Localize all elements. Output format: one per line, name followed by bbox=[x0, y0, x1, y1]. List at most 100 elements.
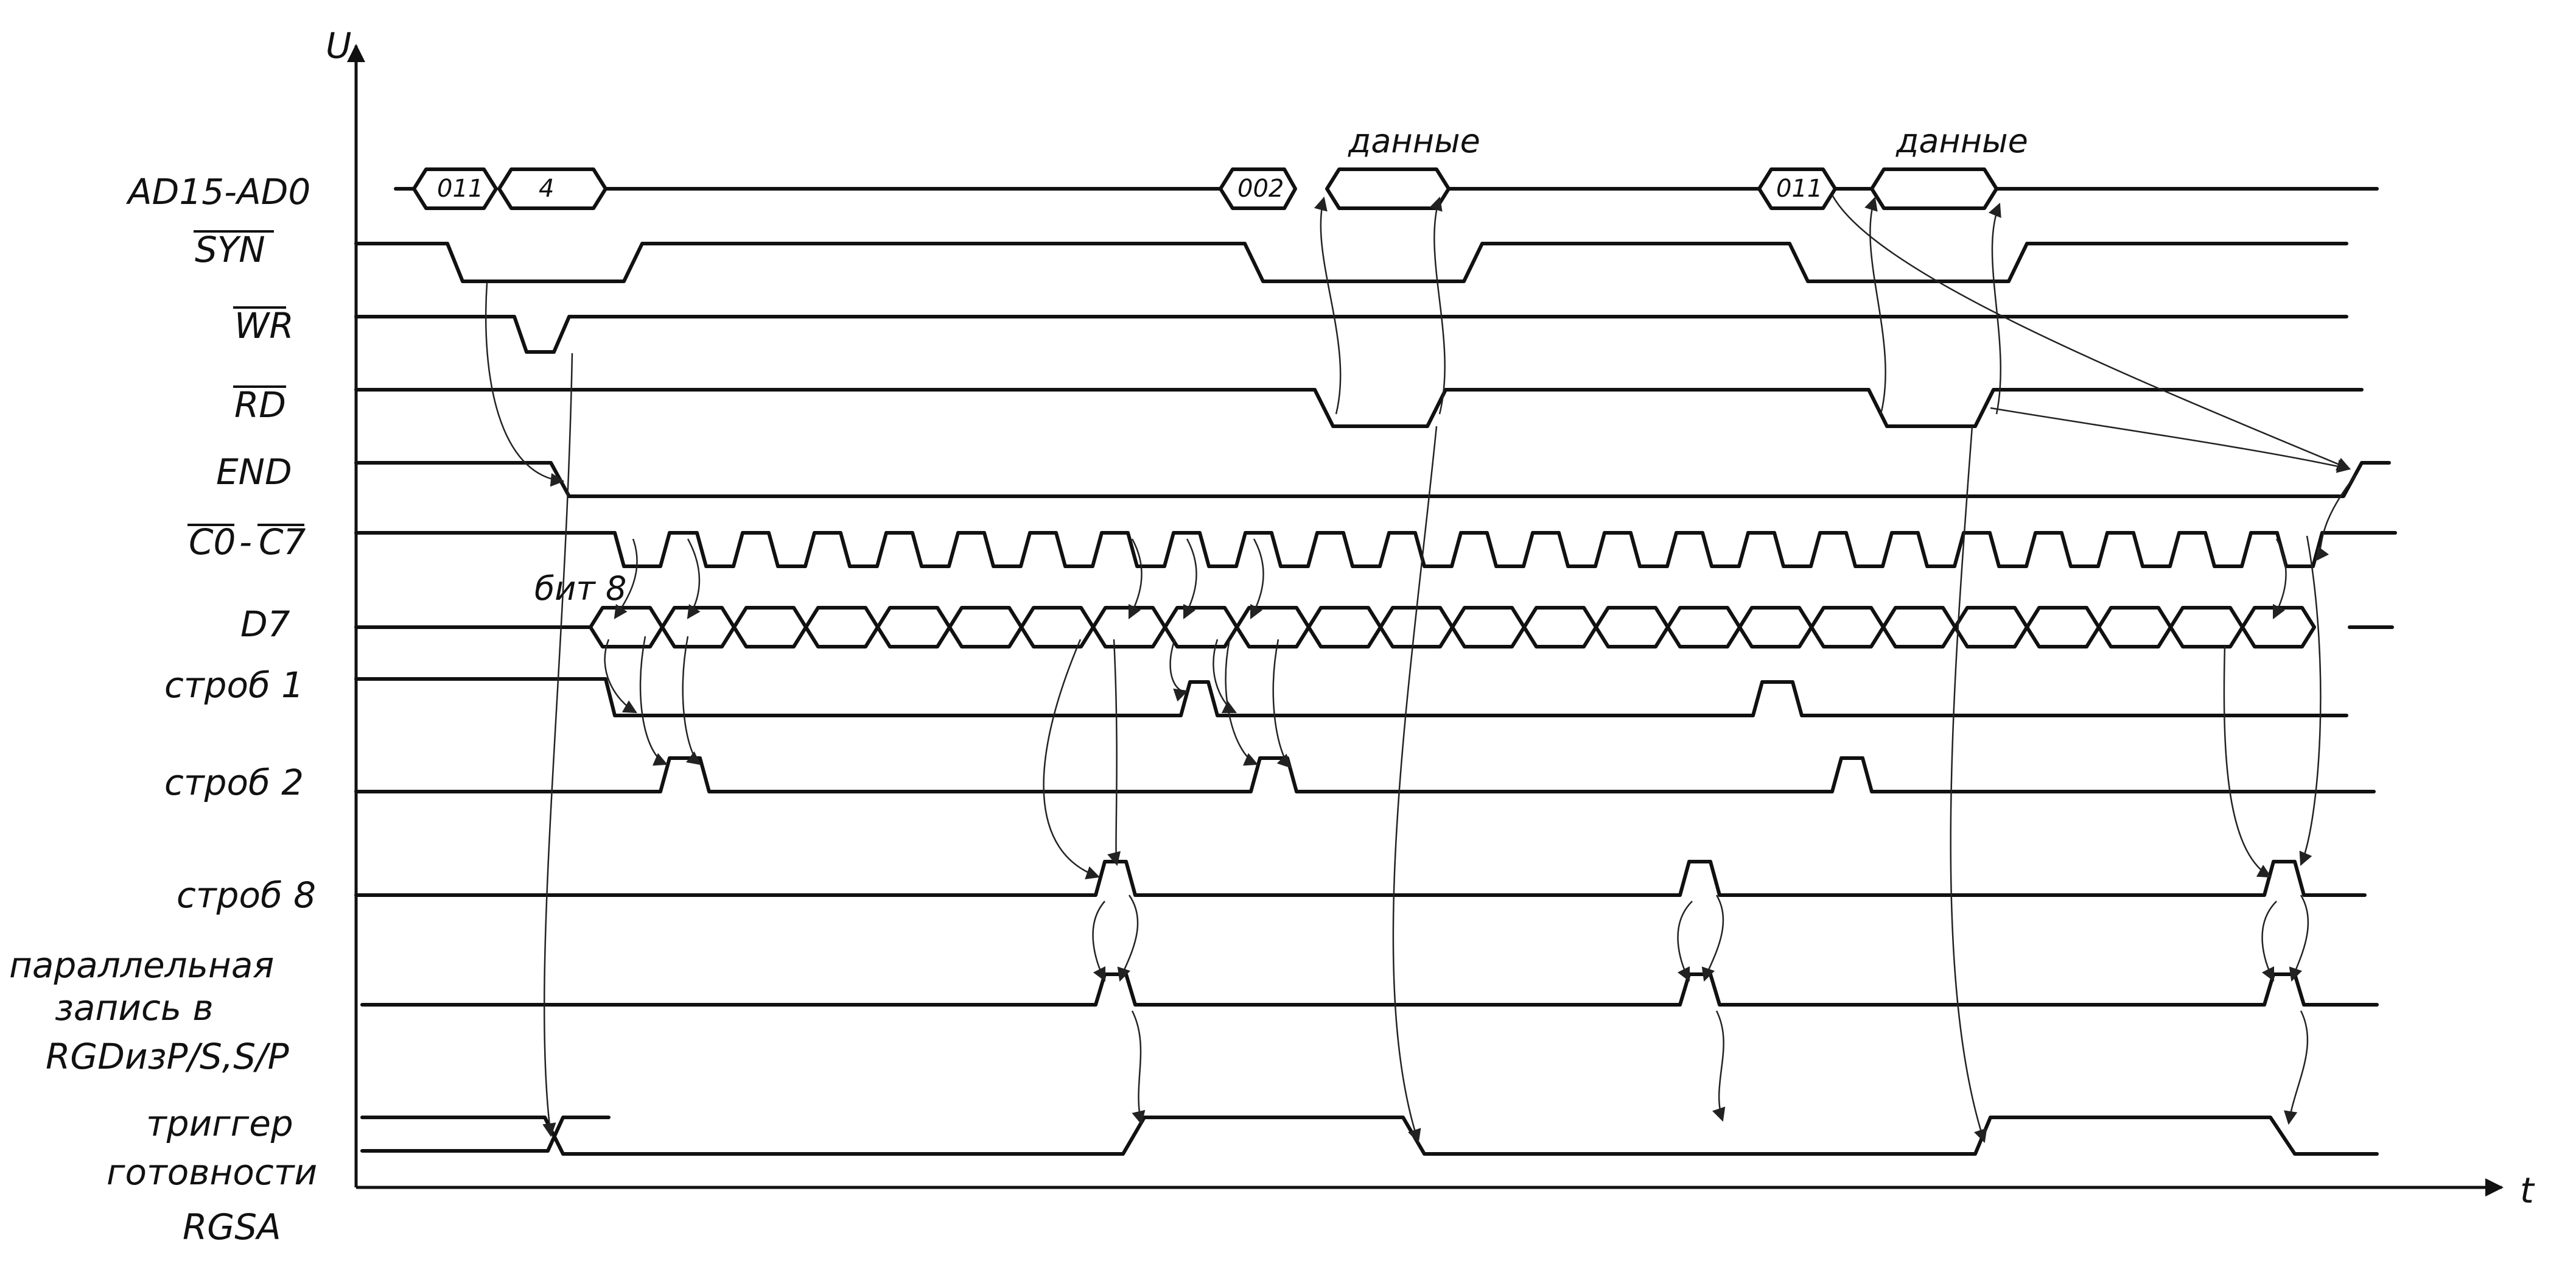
arrow-d7-to-strob1 bbox=[604, 639, 637, 714]
label-ad: AD15-AD0 bbox=[125, 171, 310, 213]
y-axis-label: U bbox=[326, 25, 351, 66]
label-par-2: запись в bbox=[55, 987, 214, 1028]
arrow-bus-to-rd bbox=[1429, 196, 1446, 415]
d7-bit-cell bbox=[732, 606, 808, 649]
bus-value-cell bbox=[1870, 167, 1998, 210]
label-c0: C0 bbox=[189, 521, 236, 563]
arrow-strob8-to-par-1 bbox=[1092, 901, 1106, 982]
signal-trigger-trace-c bbox=[360, 1116, 611, 1153]
arrow-rd-to-end bbox=[1990, 407, 2351, 473]
label-strob1: строб 1 bbox=[164, 664, 304, 706]
signal-rd-trace bbox=[354, 388, 2364, 428]
d7-bit-cell bbox=[1451, 606, 1526, 649]
label-par-1: параллельная bbox=[9, 944, 274, 986]
arrow-strob8b-to-par-1 bbox=[1677, 901, 1693, 982]
arrow-d7-to-strob8-3 bbox=[2223, 645, 2272, 878]
label-trig-3: RGSA bbox=[183, 1206, 281, 1248]
arrow-bus2-to-rd bbox=[1988, 202, 2002, 415]
d7-bit-cell bbox=[1953, 606, 2029, 649]
d7-bit-cell bbox=[660, 606, 736, 649]
bus-value-011: 011 bbox=[437, 175, 483, 203]
d7-bit-cell bbox=[804, 606, 880, 649]
label-d7: D7 bbox=[240, 603, 290, 645]
label-trig-1: триггер bbox=[146, 1103, 293, 1144]
arrow-d7-to-strob2-2 bbox=[682, 636, 701, 765]
arrow-d7-to-strob2b-2 bbox=[1272, 639, 1292, 768]
d7-bit-cell bbox=[2241, 606, 2316, 649]
arrow-clock-to-d7-1 bbox=[614, 538, 638, 619]
arrow-d7-to-strob1b bbox=[1169, 639, 1189, 702]
arrow-clock-to-d7-4 bbox=[1183, 538, 1197, 620]
label-end: END bbox=[216, 451, 292, 493]
label-c0c7-sep: - bbox=[239, 521, 252, 563]
arrow-par2-to-trigger bbox=[1712, 1010, 1726, 1122]
signal-parallel-write-trace bbox=[360, 972, 2379, 1007]
d7-bit-cell bbox=[948, 606, 1023, 649]
bus-value-002: 002 bbox=[1237, 175, 1284, 203]
label-strob2: строб 2 bbox=[164, 762, 304, 803]
d7-bit-cell bbox=[876, 606, 951, 649]
bus-value-cell bbox=[412, 167, 498, 210]
label-par-3: RGDизP/S,S/P bbox=[46, 1036, 289, 1077]
arrow-strob8c-to-par-2 bbox=[2289, 895, 2309, 982]
d7-bit-cell bbox=[1738, 606, 1813, 649]
arrow-clock-to-d7-3 bbox=[1128, 538, 1143, 620]
arrow-rd-to-trigger-1 bbox=[1392, 426, 1438, 1144]
label-trig-2: готовности bbox=[107, 1151, 317, 1193]
arrow-clock-to-d7-6 bbox=[2272, 538, 2287, 620]
signal-wr-trace bbox=[354, 315, 2348, 354]
d7-bit-cell bbox=[1091, 606, 1167, 649]
signal-trigger-trace-a bbox=[360, 1116, 2379, 1156]
causal-arrows bbox=[485, 194, 2356, 1144]
axes: U t bbox=[326, 25, 2535, 1211]
label-c7: C7 bbox=[259, 521, 306, 563]
bus-value-011-2: 011 bbox=[1776, 175, 1822, 203]
d7-bit-cell bbox=[1235, 606, 1311, 649]
annotation-data-1: данные bbox=[1348, 122, 1480, 160]
d7-bit-cell bbox=[589, 606, 664, 649]
signal-c0c7-trace bbox=[354, 531, 2397, 568]
signal-strob8-trace bbox=[354, 860, 2367, 897]
bus-value-4: 4 bbox=[539, 175, 554, 203]
arrow-d7-to-strob2-1 bbox=[639, 636, 668, 766]
d7-bit-cell bbox=[1666, 606, 1741, 649]
arrow-clock-to-strob8 bbox=[2299, 535, 2322, 867]
arrow-wr-to-trigger bbox=[542, 353, 573, 1137]
d7-bit-cell bbox=[2025, 606, 2101, 649]
arrow-clock-to-d7-2 bbox=[687, 538, 701, 619]
arrow-d7-to-strob2b-1 bbox=[1225, 639, 1259, 766]
signal-labels: AD15-AD0 SYN WR RD END C0 - C7 D7 строб … bbox=[9, 171, 317, 1248]
arrow-d7-to-strob1c bbox=[1213, 639, 1237, 714]
arrow-par3-to-trigger bbox=[2283, 1010, 2309, 1125]
arrow-end-to-clock bbox=[2315, 474, 2356, 561]
label-wr: WR bbox=[234, 305, 294, 346]
arrow-strob8c-to-par-1 bbox=[2261, 901, 2277, 982]
d7-bit-cell bbox=[1810, 606, 1885, 649]
arrow-syn-to-end bbox=[485, 283, 565, 487]
label-rd: RD bbox=[234, 384, 286, 426]
d7-bit-cell bbox=[2097, 606, 2172, 649]
bus-value-cell bbox=[1325, 167, 1451, 210]
arrow-ad-to-end bbox=[1831, 194, 2351, 471]
arrow-rd-to-trigger-2 bbox=[1950, 426, 1987, 1144]
d7-bit-cell bbox=[1307, 606, 1382, 649]
signal-end-trace bbox=[354, 461, 2391, 498]
d7-bit-cell bbox=[1020, 606, 1095, 649]
arrow-d7-to-strob8-2 bbox=[1107, 639, 1121, 867]
bus-value-cell bbox=[1219, 167, 1297, 210]
annotation-bit8: бит 8 bbox=[534, 569, 626, 608]
arrow-par-to-trigger-1 bbox=[1131, 1010, 1146, 1125]
signal-strob1-trace bbox=[354, 677, 2348, 717]
label-strob8: строб 8 bbox=[177, 874, 316, 916]
arrow-strob8-to-par-2 bbox=[1117, 895, 1139, 982]
x-axis-label: t bbox=[2520, 1170, 2535, 1211]
d7-bit-cell bbox=[1163, 606, 1239, 649]
d7-bit-cell bbox=[1594, 606, 1670, 649]
annotation-data-2: данные bbox=[1895, 122, 2028, 160]
signal-strob2-trace bbox=[354, 756, 2376, 793]
signal-ad-bus: 011 4 002 011 данные данные bbox=[394, 122, 2379, 210]
signal-d7-trace bbox=[589, 606, 2316, 649]
arrow-rd-to-bus bbox=[1314, 196, 1342, 415]
d7-bit-cell bbox=[2169, 606, 2244, 649]
